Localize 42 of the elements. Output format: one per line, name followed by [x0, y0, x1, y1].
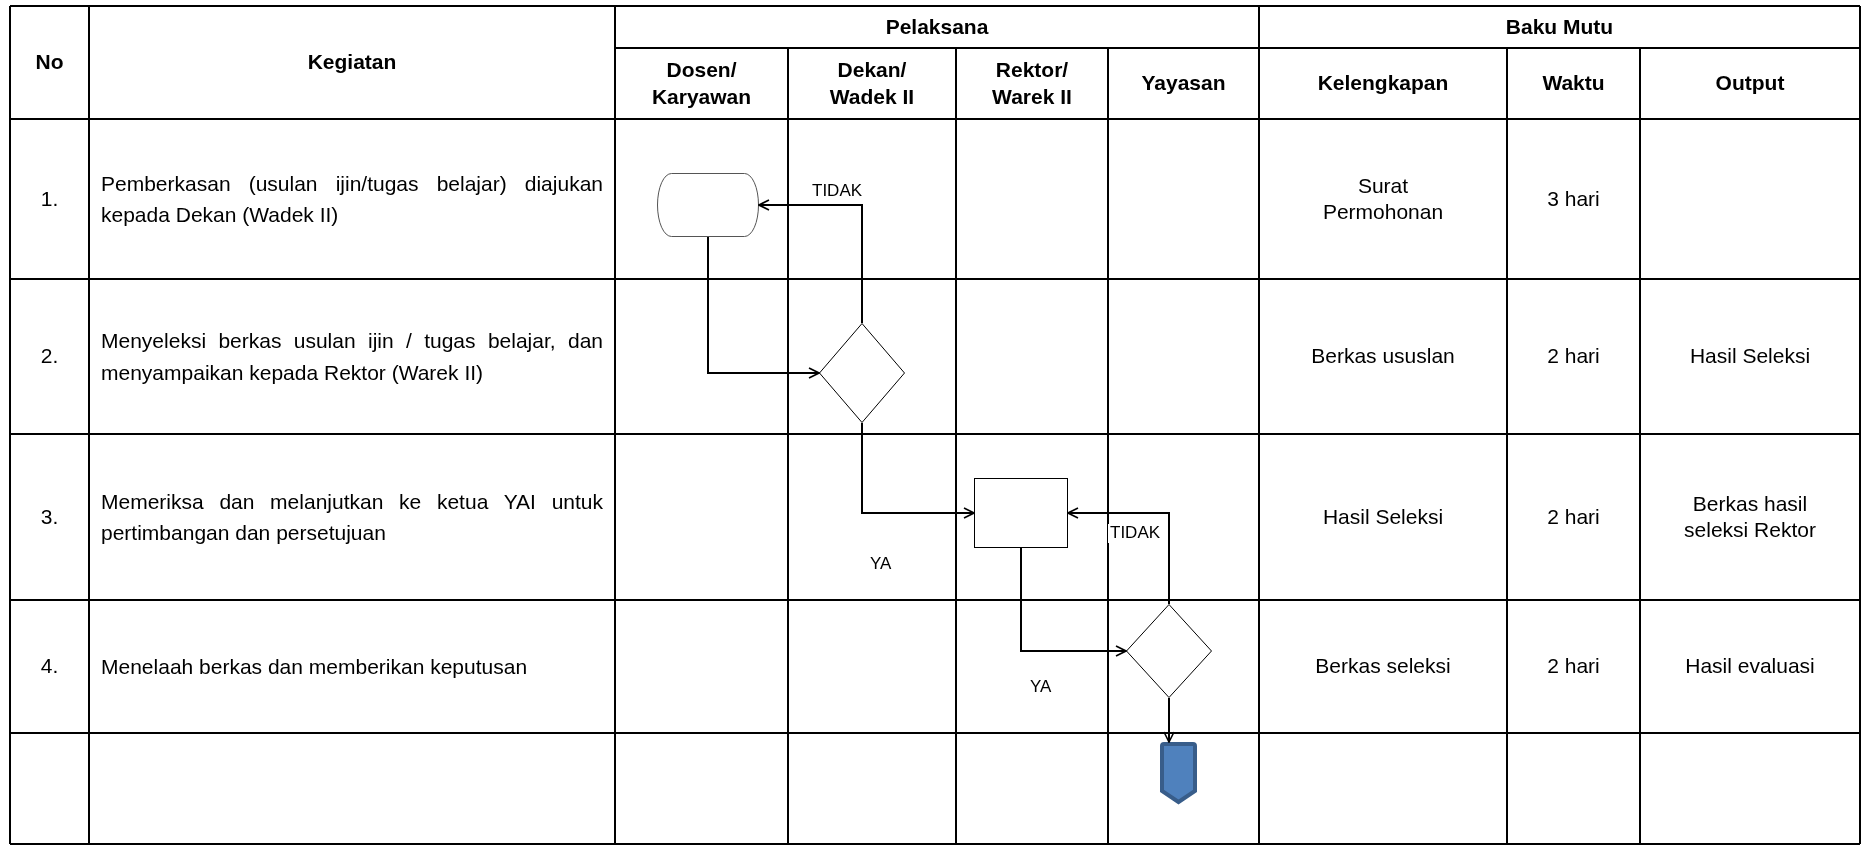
column-header: Baku Mutu — [1505, 13, 1614, 40]
column-header: Pelaksana — [885, 13, 989, 40]
arrow — [758, 199, 863, 324]
requirement-text: Surat Permohonan — [1321, 172, 1445, 225]
activity-text: Menyeleksi berkas usulan ijin / tugas belajar, dan menyampaikan kepada Rektor (Warek II) — [101, 328, 603, 386]
activity-text: Pemberkasan (usulan ijin/tugas belajar) diajukan kepada Dekan (Wadek II) — [101, 170, 603, 228]
arrow — [1067, 507, 1170, 605]
arrow — [1163, 697, 1175, 743]
column-header: Kelengkapan — [1317, 70, 1449, 97]
requirement-text: Hasil Seleksi — [1322, 503, 1444, 530]
duration-text: 3 hari — [1547, 185, 1600, 212]
off-page-connector — [1159, 742, 1198, 805]
duration-text: 2 hari — [1547, 343, 1600, 370]
decision-diamond — [819, 323, 905, 423]
column-header: No — [35, 49, 64, 76]
arrow — [707, 236, 820, 379]
process-box — [974, 478, 1068, 548]
activity-text: Menelaah berkas dan memberikan keputusan — [101, 653, 528, 680]
row-number: 4. — [40, 653, 59, 680]
row-number: 1. — [40, 185, 59, 212]
column-header: Waktu — [1542, 70, 1605, 97]
output-text: Hasil evaluasi — [1685, 653, 1815, 680]
terminator-shape — [657, 173, 759, 237]
column-header: Output — [1715, 70, 1785, 97]
output-text: Hasil Seleksi — [1689, 343, 1811, 370]
column-header: Dosen/ Karyawan — [650, 57, 753, 110]
column-header: Rektor/ Warek II — [991, 57, 1073, 110]
arrow — [1020, 547, 1127, 657]
row-number: 2. — [40, 343, 59, 370]
duration-text: 2 hari — [1547, 503, 1600, 530]
column-header: Dekan/ Wadek II — [828, 57, 916, 110]
duration-text: 2 hari — [1547, 653, 1600, 680]
activity-text: Memeriksa dan melanjutkan ke ketua YAI untuk pertimbangan dan persetujuan — [101, 488, 603, 546]
requirement-text: Berkas ususlan — [1311, 343, 1455, 370]
column-header: Kegiatan — [307, 49, 397, 76]
edge-label: TIDAK — [1108, 524, 1163, 543]
output-text: Berkas hasil seleksi Rektor — [1683, 490, 1817, 543]
column-header: Yayasan — [1141, 70, 1226, 97]
row-number: 3. — [40, 503, 59, 530]
requirement-text: Berkas seleksi — [1315, 653, 1451, 680]
arrow — [861, 422, 975, 519]
decision-diamond — [1126, 604, 1212, 698]
